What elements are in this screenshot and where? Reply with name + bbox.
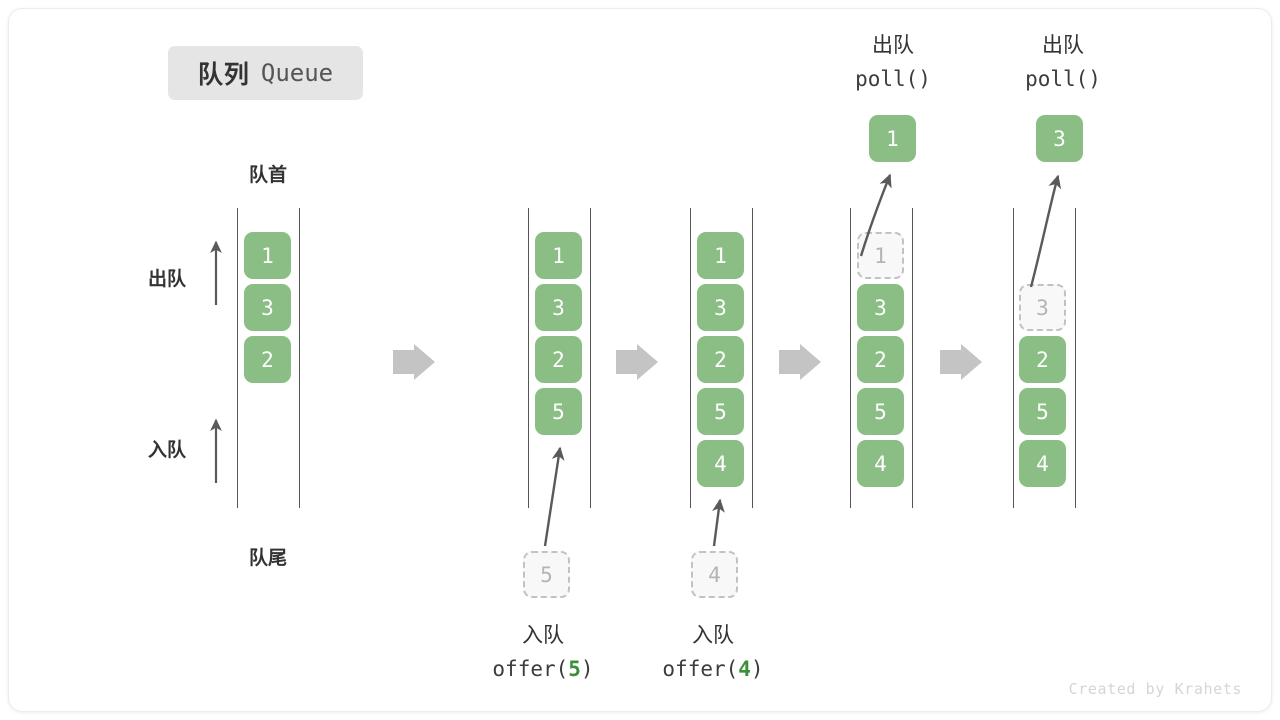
operation-code-suffix: ) [918, 66, 931, 91]
queue-cell-new: 4 [697, 440, 744, 487]
queue-cell: 2 [535, 336, 582, 383]
operation-code-prefix: offer( [492, 656, 569, 681]
queue-cell: 5 [857, 388, 904, 435]
credit-text: Created by Krahets [1068, 680, 1242, 698]
operation-cn: 出队 [1042, 34, 1084, 57]
operation-cn: 出队 [872, 34, 914, 57]
queue-cell: 2 [244, 336, 291, 383]
rail-right-stage-4 [912, 208, 913, 508]
queue-cell: 4 [857, 440, 904, 487]
enqueue-direction-label: 入队 [148, 440, 187, 461]
queue-cell: 3 [244, 284, 291, 331]
polled-element: 1 [869, 115, 916, 162]
title-en: Queue [260, 59, 334, 87]
queue-cell: 1 [697, 232, 744, 279]
queue-cell: 1 [244, 232, 291, 279]
diagram-card [8, 8, 1272, 712]
queue-cell: 3 [697, 284, 744, 331]
queue-cell: 2 [857, 336, 904, 383]
operation-caption-poll-3: 出队 poll() [968, 30, 1158, 95]
removed-element-ghost: 1 [857, 232, 904, 279]
incoming-element-ghost: 4 [691, 551, 738, 598]
queue-cell: 3 [535, 284, 582, 331]
queue-cell: 2 [1019, 336, 1066, 383]
operation-code: offer(4) [618, 653, 808, 686]
queue-cell: 3 [857, 284, 904, 331]
rail-right-stage-5 [1075, 208, 1076, 508]
incoming-element-ghost: 5 [523, 551, 570, 598]
operation-code-suffix: ) [580, 656, 594, 681]
queue-cell-new: 5 [535, 388, 582, 435]
queue-cell: 4 [1019, 440, 1066, 487]
operation-code: poll() [968, 63, 1158, 96]
operation-arg: 4 [738, 656, 751, 681]
queue-cell: 5 [1019, 388, 1066, 435]
operation-caption-offer-5: 入队 offer(5) [448, 620, 638, 685]
operation-code-suffix: ) [750, 656, 764, 681]
rail-right-stage-2 [590, 208, 591, 508]
queue-cell: 5 [697, 388, 744, 435]
front-label: 队首 [248, 165, 287, 186]
operation-code-suffix: ) [1088, 66, 1101, 91]
rail-left-stage-5 [1013, 208, 1014, 508]
operation-caption-poll-1: 出队 poll() [798, 30, 988, 95]
operation-code-prefix: offer( [662, 656, 739, 681]
operation-code-prefix: poll( [1025, 66, 1089, 91]
rail-left-stage-3 [690, 208, 691, 508]
dequeue-direction-label: 出队 [148, 269, 187, 290]
queue-cell: 2 [697, 336, 744, 383]
removed-element-ghost: 3 [1019, 284, 1066, 331]
rail-right-stage-3 [752, 208, 753, 508]
rail-left-stage-1 [237, 208, 238, 508]
operation-code-prefix: poll( [855, 66, 919, 91]
operation-code: offer(5) [448, 653, 638, 686]
rail-left-stage-4 [850, 208, 851, 508]
title-cn: 队列 [197, 61, 250, 89]
operation-cn: 入队 [522, 624, 564, 647]
title-badge: 队列 Queue [168, 46, 363, 100]
rail-left-stage-2 [528, 208, 529, 508]
operation-arg: 5 [568, 656, 581, 681]
queue-cell: 1 [535, 232, 582, 279]
operation-caption-offer-4: 入队 offer(4) [618, 620, 808, 685]
rear-label: 队尾 [248, 548, 287, 569]
polled-element: 3 [1036, 115, 1083, 162]
rail-right-stage-1 [299, 208, 300, 508]
operation-cn: 入队 [692, 624, 734, 647]
operation-code: poll() [798, 63, 988, 96]
